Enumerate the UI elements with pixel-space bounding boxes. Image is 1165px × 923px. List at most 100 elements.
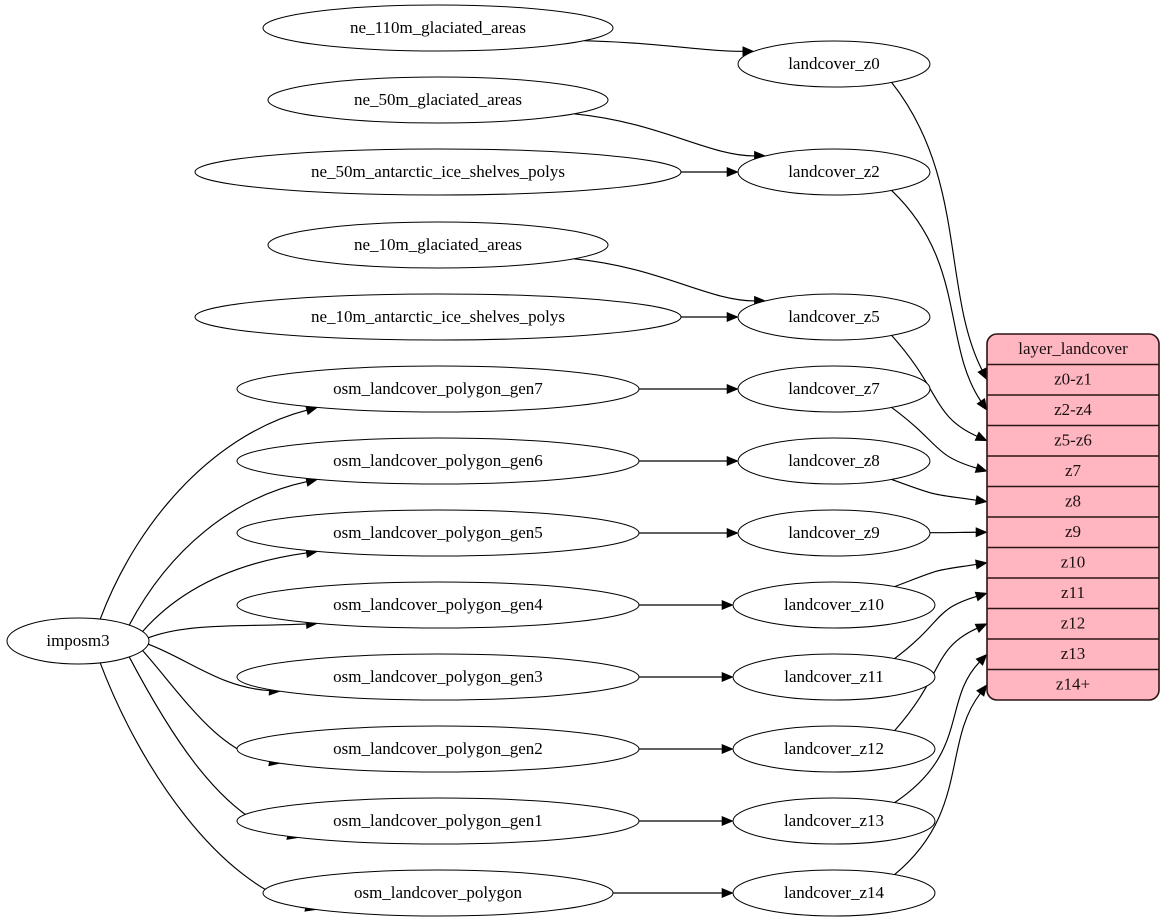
node-osm_landcover_polygon_gen1[interactable]: osm_landcover_polygon_gen1 [236, 797, 640, 845]
layer-table-row-z7[interactable]: z7 [1065, 461, 1082, 480]
node-label: ne_110m_glaciated_areas [350, 18, 526, 37]
arrow-head [721, 743, 734, 755]
node-shape [732, 869, 936, 917]
arrow-head [726, 455, 739, 467]
layer-table-row-z11[interactable]: z11 [1061, 583, 1085, 602]
edge-landcover_z10-to-layer-table [894, 559, 988, 588]
edge-line [891, 189, 982, 402]
node-label: landcover_z11 [784, 667, 883, 686]
edge-line [148, 623, 307, 639]
node-shape [732, 653, 936, 701]
edge-line [894, 627, 978, 731]
node-shape [732, 725, 936, 773]
node-landcover_z2[interactable]: landcover_z2 [737, 148, 931, 196]
node-osm_landcover_polygon_gen4[interactable]: osm_landcover_polygon_gen4 [236, 581, 640, 629]
arrow-head [974, 623, 988, 634]
arrow-head [974, 431, 988, 442]
node-landcover_z14[interactable]: landcover_z14 [732, 869, 936, 917]
layer-table-row-z5-z6[interactable]: z5-z6 [1054, 431, 1092, 450]
node-landcover_z9[interactable]: landcover_z9 [737, 509, 931, 557]
edge-osm_landcover_polygon_gen1-to-landcover_z13 [639, 815, 734, 827]
edge-line [148, 643, 270, 692]
node-landcover_z13[interactable]: landcover_z13 [732, 797, 936, 845]
arrow-head [974, 591, 988, 602]
edge-imposm3-to-osm_landcover_polygon_gen4 [148, 618, 319, 639]
node-label: osm_landcover_polygon_gen5 [333, 523, 543, 542]
edge-landcover_z11-to-layer-table [894, 591, 988, 660]
node-shape [737, 365, 931, 413]
node-label: landcover_z12 [784, 739, 884, 758]
node-landcover_z11[interactable]: landcover_z11 [732, 653, 936, 701]
node-shape [262, 4, 614, 52]
node-landcover_z12[interactable]: landcover_z12 [732, 725, 936, 773]
edge-osm_landcover_polygon_gen7-to-landcover_z7 [639, 383, 739, 395]
edge-line [894, 595, 977, 660]
node-osm_landcover_polygon_gen6[interactable]: osm_landcover_polygon_gen6 [236, 437, 640, 485]
node-label: landcover_z9 [788, 523, 880, 542]
layer-table-row-z10[interactable]: z10 [1061, 553, 1086, 572]
layer-table-row-z12[interactable]: z12 [1061, 614, 1086, 633]
layer-table-row-z8[interactable]: z8 [1065, 492, 1081, 511]
node-ne_10m_antarctic_ice_shelves_polys[interactable]: ne_10m_antarctic_ice_shelves_polys [194, 293, 682, 341]
node-ne_50m_antarctic_ice_shelves_polys[interactable]: ne_50m_antarctic_ice_shelves_polys [194, 148, 682, 196]
node-label: landcover_z14 [784, 883, 885, 902]
node-imposm3[interactable]: imposm3 [6, 617, 150, 665]
node-shape [267, 76, 609, 124]
node-osm_landcover_polygon_gen3[interactable]: osm_landcover_polygon_gen3 [236, 653, 640, 701]
arrow-head [975, 653, 988, 666]
node-landcover_z5[interactable]: landcover_z5 [737, 293, 931, 341]
node-landcover_z7[interactable]: landcover_z7 [737, 365, 931, 413]
node-label: osm_landcover_polygon_gen1 [333, 811, 543, 830]
edge-osm_landcover_polygon_gen5-to-landcover_z9 [639, 527, 739, 539]
edge-osm_landcover_polygon_gen2-to-landcover_z12 [638, 743, 734, 755]
edge-landcover_z14-to-layer-table [894, 684, 988, 876]
node-label: osm_landcover_polygon_gen3 [333, 667, 543, 686]
node-shape [194, 148, 682, 196]
node-label: landcover_z5 [788, 307, 880, 326]
node-osm_landcover_polygon_gen7[interactable]: osm_landcover_polygon_gen7 [236, 365, 640, 413]
node-label: landcover_z8 [788, 451, 880, 470]
node-ne_110m_glaciated_areas[interactable]: ne_110m_glaciated_areas [262, 4, 614, 52]
edge-line [128, 481, 307, 626]
node-ne_10m_glaciated_areas[interactable]: ne_10m_glaciated_areas [267, 221, 609, 269]
node-shape [737, 509, 931, 557]
arrow-head [975, 559, 988, 570]
node-label: imposm3 [46, 631, 109, 650]
node-label: osm_landcover_polygon_gen7 [333, 379, 543, 398]
layer-landcover-table[interactable]: layer_landcoverz0-z1z2-z4z5-z6z7z8z9z10z… [986, 333, 1160, 701]
node-landcover_z10[interactable]: landcover_z10 [732, 581, 936, 629]
edge-line [142, 552, 307, 632]
layer-table-row-z9[interactable]: z9 [1065, 522, 1081, 541]
node-landcover_z0[interactable]: landcover_z0 [737, 40, 931, 88]
node-osm_landcover_polygon_gen5[interactable]: osm_landcover_polygon_gen5 [236, 509, 640, 557]
edge-ne_50m_glaciated_areas-to-landcover_z2 [573, 113, 767, 161]
node-label: osm_landcover_polygon_gen6 [333, 451, 543, 470]
arrow-head [721, 671, 734, 683]
node-osm_landcover_polygon[interactable]: osm_landcover_polygon [262, 869, 614, 917]
edge-landcover_z13-to-layer-table [894, 653, 988, 804]
layer-table-row-z2-z4[interactable]: z2-z4 [1054, 400, 1092, 419]
edge-line [894, 693, 981, 876]
node-shape [267, 221, 609, 269]
layer-table-row-z13[interactable]: z13 [1061, 644, 1086, 663]
node-ne_50m_glaciated_areas[interactable]: ne_50m_glaciated_areas [267, 76, 609, 124]
edge-ne_110m_glaciated_areas-to-landcover_z0 [584, 40, 755, 57]
edge-line [894, 661, 980, 804]
node-landcover_z8[interactable]: landcover_z8 [737, 437, 931, 485]
layer-table-row-z14-[interactable]: z14+ [1056, 675, 1090, 694]
node-shape [737, 40, 931, 88]
node-shape [236, 797, 640, 845]
node-label: ne_50m_glaciated_areas [354, 90, 522, 109]
edge-landcover_z9-to-layer-table [929, 527, 988, 538]
edge-line [573, 113, 755, 157]
node-label: ne_10m_glaciated_areas [354, 235, 522, 254]
arrow-head [726, 383, 739, 395]
edge-line [99, 662, 307, 908]
layer-table-row-z0-z1[interactable]: z0-z1 [1054, 370, 1092, 389]
node-shape [236, 365, 640, 413]
node-shape [194, 293, 682, 341]
node-shape [737, 437, 931, 485]
node-osm_landcover_polygon_gen2[interactable]: osm_landcover_polygon_gen2 [236, 725, 640, 773]
edge-landcover_z5-to-layer-table [891, 335, 988, 442]
